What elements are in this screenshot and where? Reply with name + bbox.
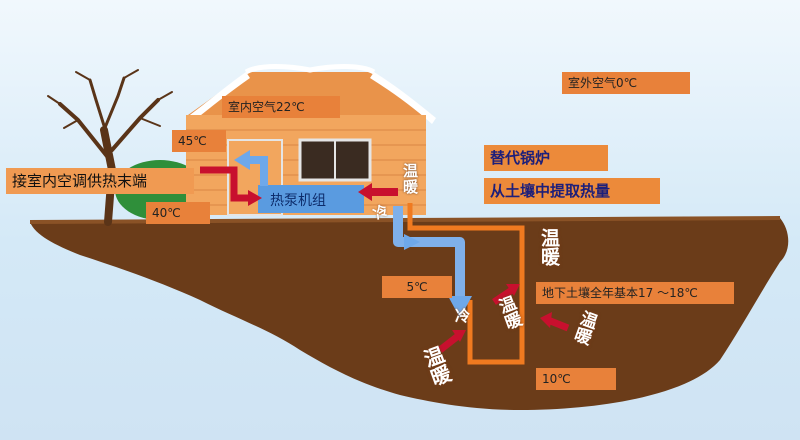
hot-arrow-soil-3 [540, 312, 570, 332]
outdoor-air-label: 室外空气0℃ [562, 72, 690, 94]
hot-arrow-soil-1 [437, 330, 466, 353]
replace-boiler-label: 替代锅炉 [484, 145, 608, 171]
warm-pipe-right-text: 温暖 [538, 228, 560, 266]
heat-pump-unit [258, 185, 364, 213]
bare-tree [47, 69, 173, 226]
extract-heat-label: 从土壤中提取热量 [484, 178, 660, 204]
indoor-air-label: 室内空气22℃ [222, 96, 340, 118]
cold-arrow-right [404, 234, 420, 250]
pipe-orange-loop [407, 203, 525, 365]
pipe-blue-down [393, 206, 465, 300]
temp-10-label: 10℃ [536, 368, 616, 390]
heat-pump-label: 热泵机组 [270, 193, 326, 209]
ground [30, 218, 789, 410]
temp-5-label: 5℃ [382, 276, 452, 298]
cold-pipe-text: 冷 [453, 308, 471, 324]
temp-45-label: 45℃ [172, 130, 226, 152]
indoor-terminal-label: 接室内空调供热末端 [6, 168, 194, 194]
cold-arrow-down [448, 296, 472, 318]
temp-40-label: 40℃ [146, 202, 210, 224]
cold-arrow-up [248, 156, 268, 186]
hot-arrow-soil-2 [492, 284, 520, 305]
warm-house-text: 温暖 [401, 163, 419, 195]
hot-arrow-into-pump [358, 183, 398, 201]
hot-arrow-indoor [200, 166, 262, 206]
soil-temp-label: 地下土壤全年基本17 ～18℃ [536, 282, 734, 304]
